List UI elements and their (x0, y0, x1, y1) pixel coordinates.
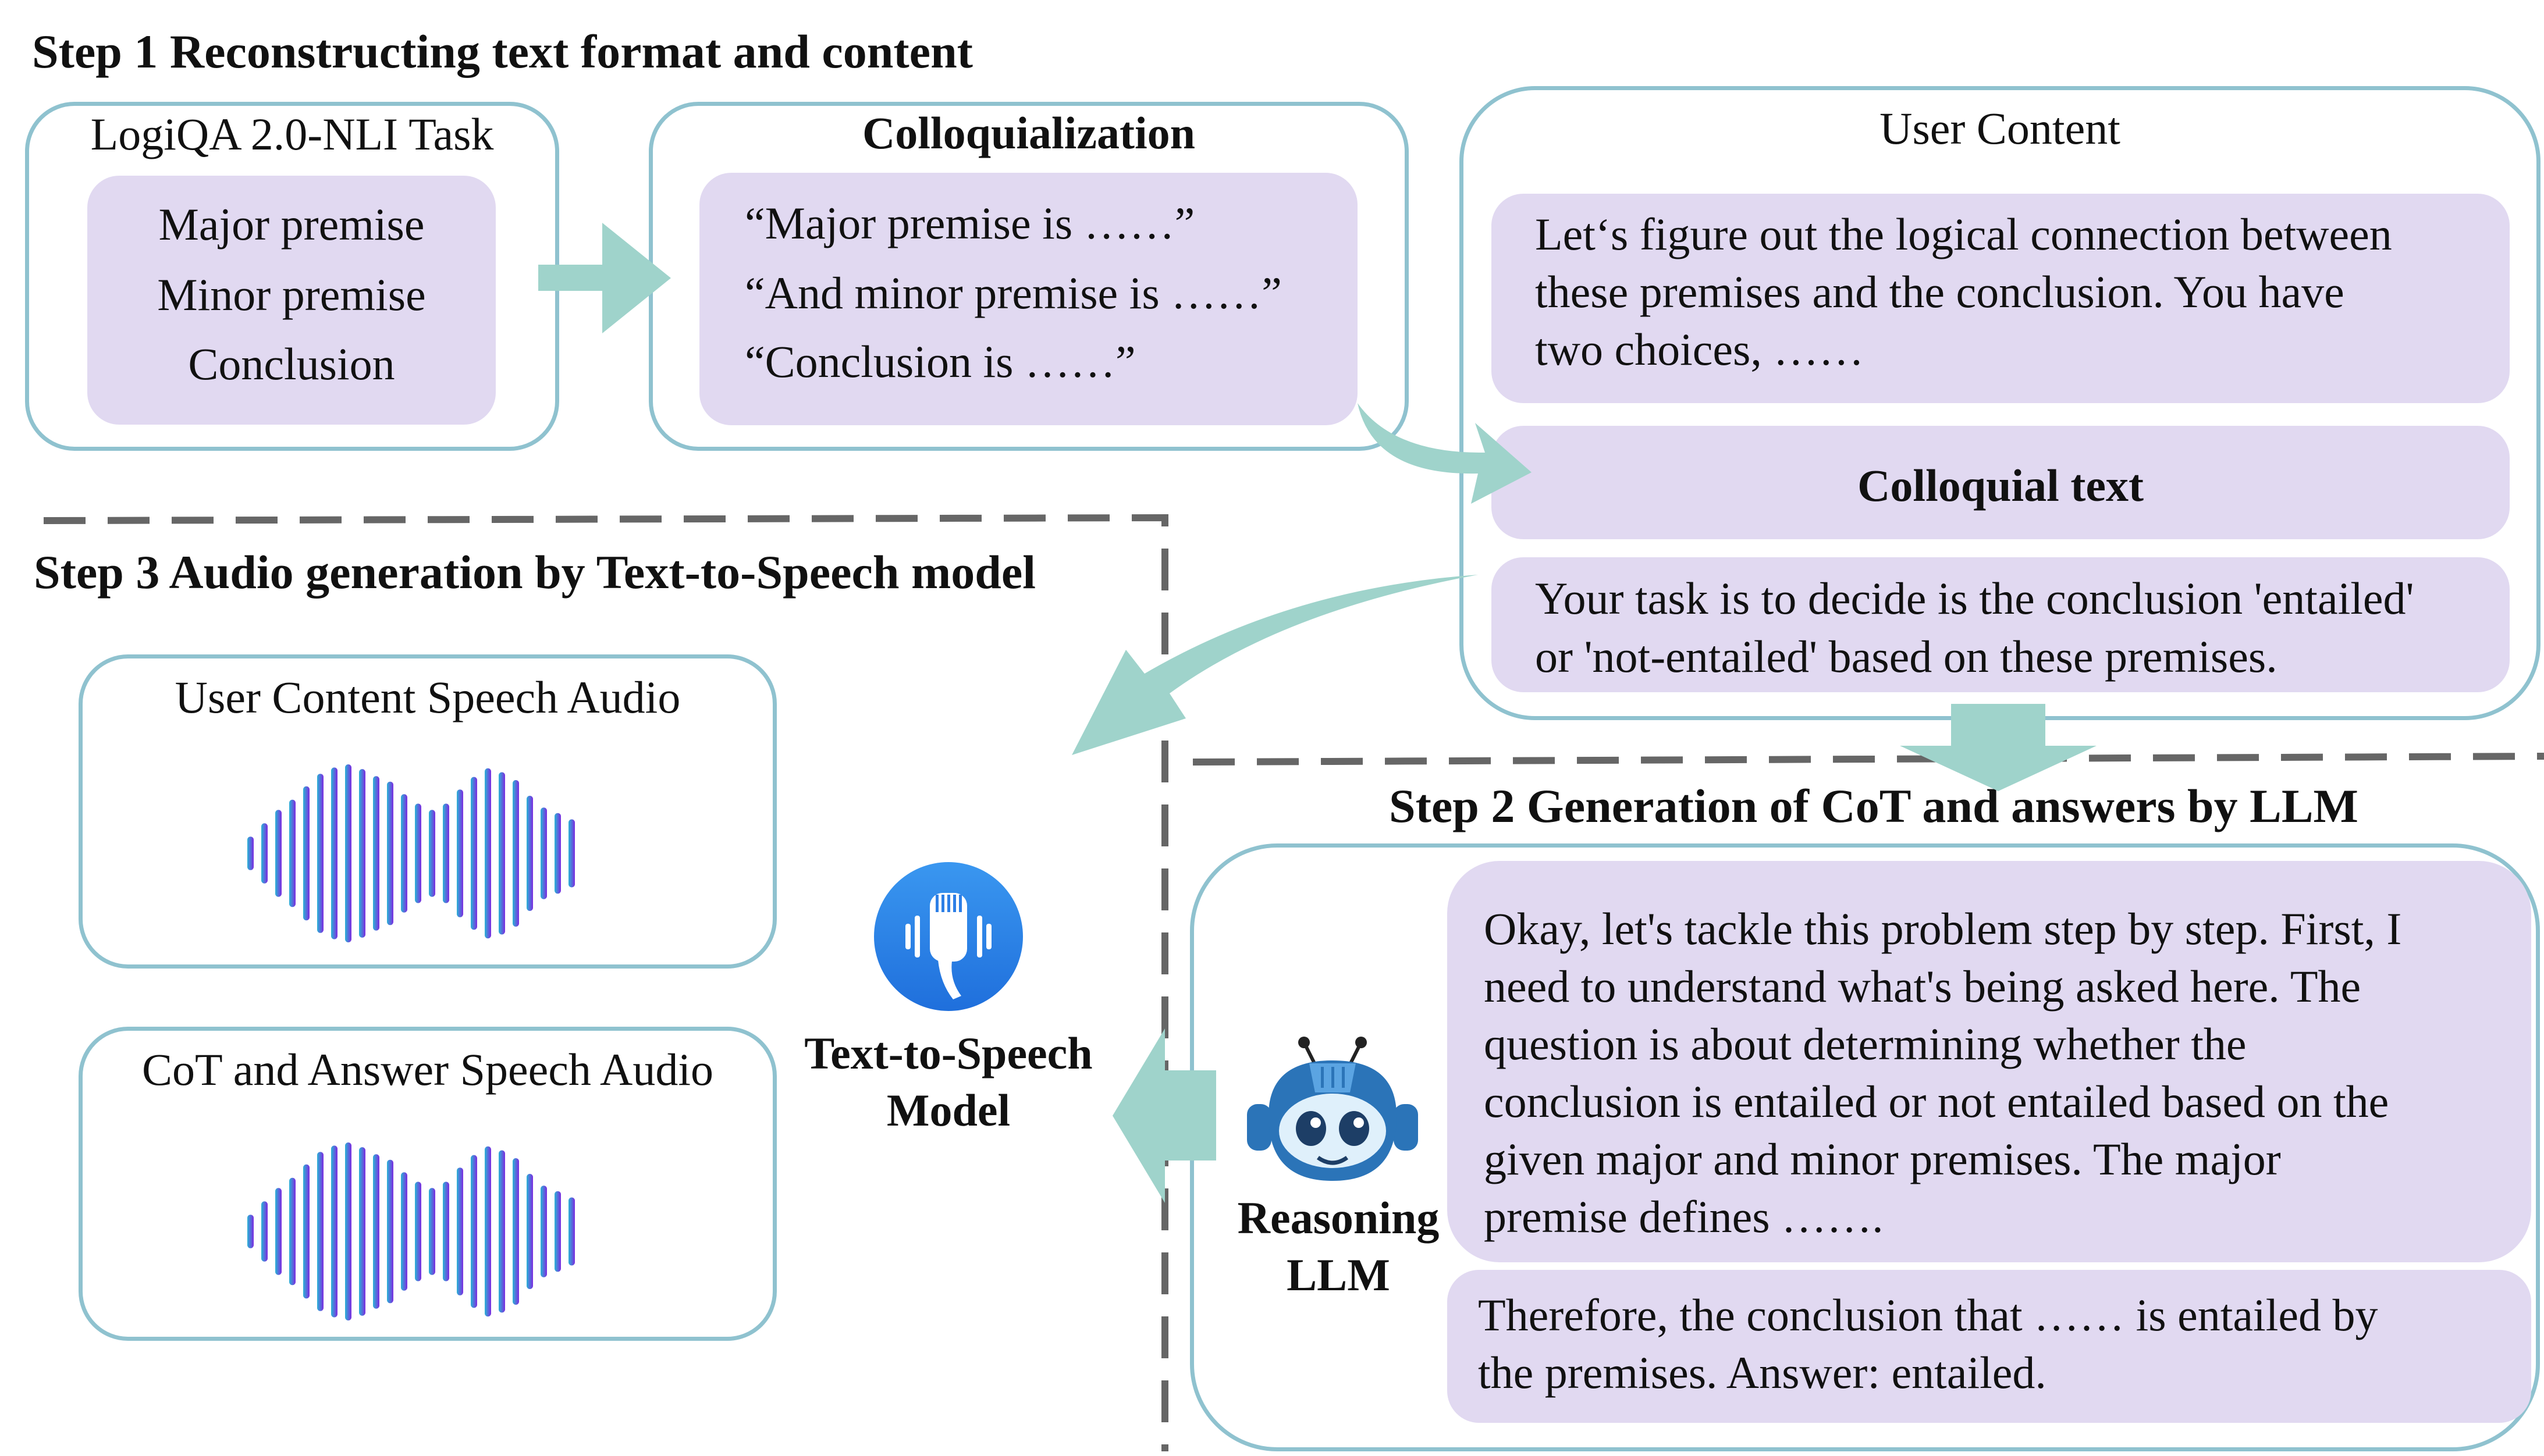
task-item-major: Major premise (158, 199, 425, 250)
user-audio-title: User Content Speech Audio (175, 672, 681, 722)
task-item-minor: Minor premise (157, 269, 426, 320)
colloquial-items-panel (699, 173, 1358, 425)
robot-icon (1237, 1028, 1429, 1197)
waveform-icon (175, 1137, 678, 1326)
task-instruction-line-1: Your task is to decide is the conclusion… (1535, 573, 2414, 624)
llm-label-line-1: Reasoning (1237, 1192, 1440, 1243)
user-intro-line-3: two choices, …… (1535, 324, 1864, 375)
cot-line-6: premise defines ……. (1484, 1191, 1884, 1242)
cot-line-2: need to understand what's being asked he… (1484, 961, 2361, 1012)
arrow-user-content-to-audio (1072, 575, 1478, 755)
arrow-task-to-colloquial (538, 223, 671, 333)
dashed-divider (43, 514, 2544, 1451)
cot-line-3: question is about determining whether th… (1484, 1019, 2247, 1069)
colloquial-item-minor: “And minor premise is ……” (745, 268, 1282, 318)
colloquial-text-label: Colloquial text (1857, 460, 2144, 511)
colloquial-item-major: “Major premise is ……” (745, 198, 1195, 248)
user-intro-line-2: these premises and the conclusion. You h… (1535, 266, 2344, 317)
cot-line-1: Okay, let's tackle this problem step by … (1484, 903, 2402, 954)
task-item-conclusion: Conclusion (188, 339, 395, 389)
waveform-icon (175, 759, 678, 948)
tts-label-line-2: Model (886, 1085, 1011, 1135)
step1-title: Step 1 Reconstructing text format and co… (32, 25, 973, 78)
answer-line-1: Therefore, the conclusion that …… is ent… (1478, 1290, 2378, 1340)
user-intro-panel (1491, 194, 2510, 403)
cot-line-4: conclusion is entailed or not entailed b… (1484, 1076, 2389, 1127)
user-content-title: User Content (1879, 103, 2120, 154)
arrow-user-content-to-llm (1900, 704, 2097, 791)
task-instruction-panel (1491, 557, 2510, 692)
colloquial-text-panel (1491, 426, 2510, 539)
cot-audio-title: CoT and Answer Speech Audio (141, 1044, 714, 1095)
cot-panel (1447, 861, 2531, 1262)
microphone-icon (873, 861, 1024, 1012)
arrow-colloquial-to-user-content (1358, 403, 1532, 504)
tts-label-line-1: Text-to-Speech (804, 1028, 1093, 1078)
step3-title: Step 3 Audio generation by Text-to-Speec… (34, 546, 1036, 599)
colloquialization-title: Colloquialization (862, 108, 1196, 158)
answer-line-2: the premises. Answer: entailed. (1478, 1347, 2046, 1398)
task-items-panel (87, 176, 496, 425)
task-instruction-line-2: or 'not-entailed' based on these premise… (1535, 631, 2277, 682)
cot-line-5: given major and minor premises. The majo… (1484, 1134, 2281, 1184)
task-box-title: LogiQA 2.0-NLI Task (90, 109, 494, 159)
llm-label-line-2: LLM (1287, 1249, 1390, 1300)
answer-panel (1447, 1270, 2531, 1423)
step2-title: Step 2 Generation of CoT and answers by … (1389, 779, 2358, 832)
arrow-llm-to-tts (1113, 1028, 1216, 1203)
colloquial-item-conclusion: “Conclusion is ……” (745, 336, 1136, 387)
user-intro-line-1: Let‘s figure out the logical connection … (1535, 209, 2392, 259)
